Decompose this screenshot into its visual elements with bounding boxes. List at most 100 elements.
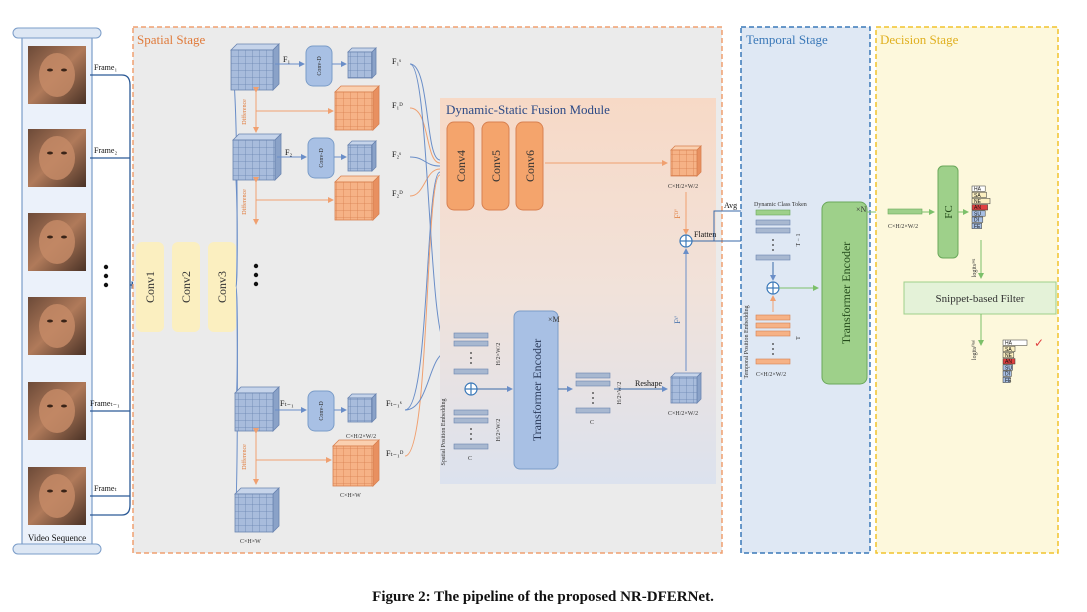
times-m-label: ×M bbox=[548, 315, 560, 324]
frame-arrows bbox=[90, 74, 140, 516]
difference-label-2: Difference bbox=[241, 189, 248, 215]
conv-d-t1 bbox=[307, 390, 335, 432]
fs-prime-dim: C×H/2×W/2 bbox=[668, 411, 698, 417]
logits-avg-bar-label-su: SU bbox=[974, 211, 981, 217]
frame-t-label: Frameₜ bbox=[94, 484, 117, 493]
logits-avg-bar-fe bbox=[971, 222, 982, 229]
logits-final-bar-label-ne: NE bbox=[1005, 353, 1013, 359]
frame-2-label: Frame₂ bbox=[94, 146, 117, 155]
difference-2: Difference bbox=[241, 177, 334, 225]
class-token-label: Dynamic Class Token bbox=[754, 202, 807, 208]
token-c-label: C bbox=[468, 456, 472, 462]
logits-final-bar-di bbox=[1002, 370, 1012, 377]
t-label: T bbox=[796, 336, 802, 340]
ft1s-label: Fₜ₋₁ˢ bbox=[386, 399, 402, 408]
ft1d-label: Fₜ₋₁ᴰ bbox=[386, 449, 404, 458]
logits-avg-bar-an bbox=[971, 204, 988, 211]
feature-row-t1: Fₜ₋₁ Conv-D Fₜ₋₁ˢ C×H/2×W/2 Fₜ₋₁ᴰ C×H×W bbox=[234, 386, 404, 499]
snippet-filter-block bbox=[903, 281, 1057, 315]
fusion-module-title: Dynamic-Static Fusion Module bbox=[446, 102, 610, 117]
feature-cube-ft1s bbox=[347, 393, 377, 423]
logits-avg-bar-label-fe: FE bbox=[974, 224, 981, 230]
conv-dots bbox=[253, 263, 259, 287]
f1-label: F₁ bbox=[283, 55, 290, 64]
spatial-token-stack-top bbox=[453, 332, 489, 375]
conv6-block bbox=[515, 121, 544, 211]
f2-label: F₂ bbox=[285, 148, 292, 157]
flatten-label: Flatten bbox=[694, 230, 716, 239]
feature-cube-ft1d bbox=[332, 439, 380, 487]
feature-row-2: F₂ Conv-D F₂ˢ F₂ᴰ bbox=[232, 133, 403, 221]
difference-1: Difference bbox=[241, 87, 334, 133]
feature-cube-ft1 bbox=[234, 386, 280, 432]
conv5-label: Conv5 bbox=[489, 150, 503, 182]
encoder-m-label: Transformer Encoder bbox=[530, 339, 544, 442]
logits-avg-label: logitsᵃᵛᵍ bbox=[972, 259, 978, 278]
logits-final-bar-ne bbox=[1002, 352, 1015, 359]
fc-label: FC bbox=[943, 205, 955, 218]
face-frame-2 bbox=[28, 129, 86, 187]
conv-d-1 bbox=[305, 45, 333, 87]
difference-label-1: Difference bbox=[241, 99, 248, 125]
difference-label-t1: Difference bbox=[241, 444, 248, 470]
fs-prime-cube bbox=[670, 372, 702, 404]
video-sequence-label: Video Sequence bbox=[28, 533, 86, 543]
logits-avg-bar-label-sa: SA bbox=[974, 193, 981, 199]
cls-output-dim: C×H/2×W/2 bbox=[888, 224, 918, 230]
ft1d-dim: C×H×W bbox=[340, 493, 361, 499]
logits-final-bar-su bbox=[1002, 364, 1013, 371]
logits-avg-bar-ha bbox=[971, 185, 986, 192]
feature-cube-f1d bbox=[334, 85, 380, 131]
token-dim-top: H/2×W/2 bbox=[496, 343, 502, 366]
ft1s-dim: C×H/2×W/2 bbox=[346, 434, 376, 440]
feature-cube-f2d bbox=[334, 175, 380, 221]
feature-cube-f2 bbox=[232, 133, 282, 181]
class-token bbox=[755, 209, 791, 216]
face-frame-6 bbox=[28, 467, 86, 525]
conv3-label: Conv3 bbox=[215, 271, 229, 303]
frame-1-label: Frame₁ bbox=[94, 63, 117, 72]
feature-cube-ft bbox=[234, 487, 280, 533]
spatial-stage-title: Spatial Stage bbox=[137, 32, 205, 47]
logits-final-bar-label-an: AN bbox=[1005, 359, 1012, 365]
conv2-block bbox=[172, 242, 200, 332]
conv-d-t1-label: Conv-D bbox=[319, 401, 325, 421]
logits-avg-bar-label-di: DI bbox=[974, 218, 979, 224]
fs-prime-label: Fˢ' bbox=[673, 316, 682, 324]
f2d-label: F₂ᴰ bbox=[392, 189, 403, 198]
f1d-label: F₁ᴰ bbox=[392, 101, 403, 110]
conv4-label: Conv4 bbox=[454, 150, 468, 182]
face-frame-5 bbox=[28, 382, 86, 440]
logits-avg-bar-label-ne: NE bbox=[974, 199, 982, 205]
fusion-plus bbox=[679, 234, 693, 248]
spatial-pe-label: Spatial Position Embedding bbox=[441, 399, 447, 466]
conv4-block bbox=[446, 121, 475, 211]
logits-final-label: logitsᶠⁱⁿᵃˡ bbox=[970, 340, 978, 360]
decision-stage-title: Decision Stage bbox=[880, 32, 959, 47]
fd-prime-cube bbox=[670, 145, 702, 177]
temporal-token-stack-bottom bbox=[755, 314, 791, 365]
encoder-output-c: C bbox=[590, 420, 594, 426]
conv2-label: Conv2 bbox=[179, 271, 193, 303]
times-n-label: ×N bbox=[856, 205, 867, 214]
logits-final-bar-label-su: SU bbox=[1005, 365, 1012, 371]
token-dim-bottom: H/2×W/2 bbox=[496, 419, 502, 442]
ft-dim: C×H×W bbox=[240, 539, 261, 545]
transformer-encoder-m bbox=[513, 310, 559, 470]
ft1-label: Fₜ₋₁ bbox=[280, 399, 294, 408]
logits-final-bar-sa bbox=[1002, 345, 1016, 352]
feature-cube-f1 bbox=[230, 43, 280, 91]
logits-avg-bar-ne bbox=[971, 198, 991, 205]
conv-block-group: Conv1 Conv2 Conv3 bbox=[136, 242, 236, 332]
transformer-encoder-n bbox=[821, 201, 868, 385]
conv6-label: Conv6 bbox=[523, 150, 537, 182]
conv5-block bbox=[481, 121, 510, 211]
temporal-plus bbox=[766, 281, 780, 295]
f1s-label: F₁ˢ bbox=[392, 57, 401, 66]
spatial-plus bbox=[464, 382, 478, 396]
fusion-convs: Conv4 Conv5 Conv6 bbox=[446, 121, 544, 211]
encoder-output-dim: H/2×W/2 bbox=[617, 382, 623, 405]
